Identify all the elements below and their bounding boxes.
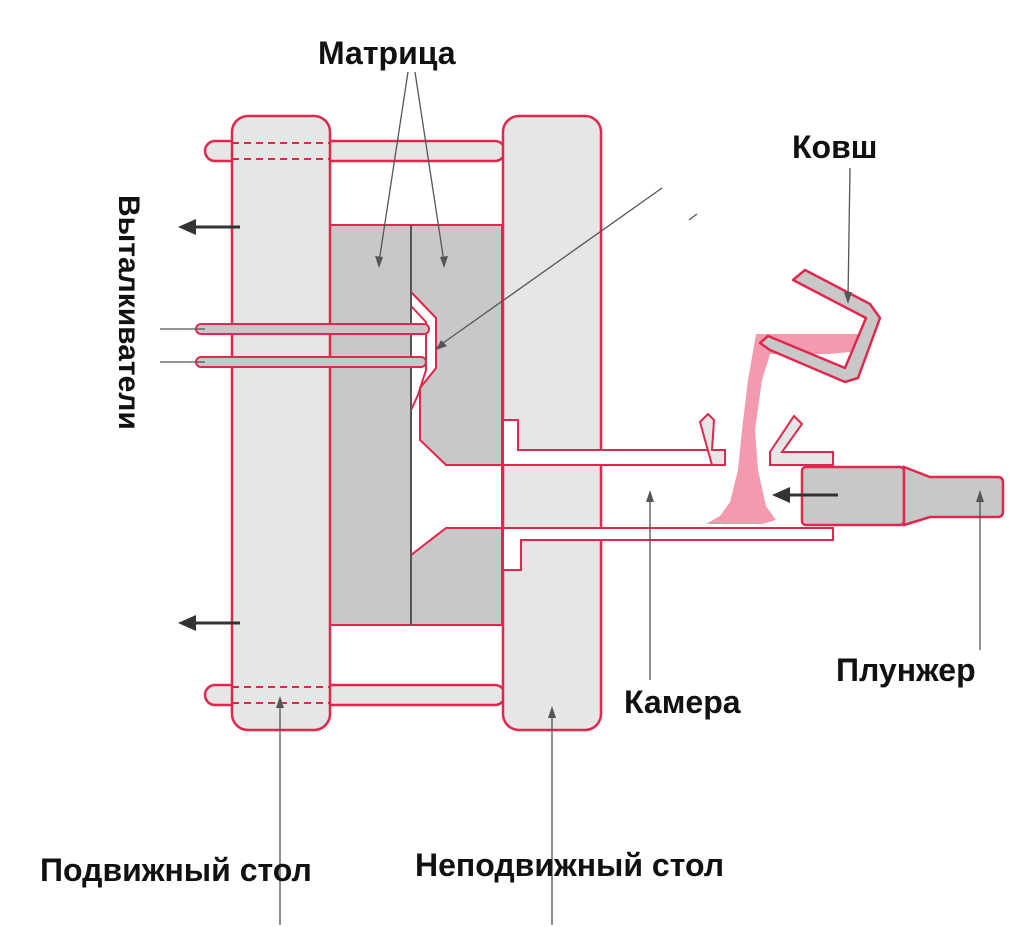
label-moving-platen: Подвижный стол xyxy=(40,852,312,888)
pour-opening-right-lip xyxy=(769,414,834,466)
arrow-icon xyxy=(178,219,240,235)
ejector-pin-1 xyxy=(195,323,430,335)
leader-arrowheads xyxy=(276,256,984,718)
ladle xyxy=(758,268,882,384)
die-half-moving xyxy=(329,224,412,626)
label-ejectors: Выталкиватели xyxy=(112,195,145,430)
shot-sleeve-lower xyxy=(502,527,834,571)
ejector-pin-2 xyxy=(195,356,427,368)
die-half-fixed xyxy=(410,224,503,626)
label-fixed-platen: Неподвижный стол xyxy=(415,847,724,883)
label-die: Матрица xyxy=(318,35,456,71)
label-plunger: Плунжер xyxy=(836,652,976,688)
pour-opening-left-lip xyxy=(698,412,726,466)
arrow-icon xyxy=(772,487,838,503)
leader-lines xyxy=(279,71,981,925)
label-chamber: Камера xyxy=(624,684,741,720)
molten-metal-stream xyxy=(706,334,860,524)
die-cavity xyxy=(410,289,503,558)
plunger-rod xyxy=(902,465,1005,527)
arrow-icon xyxy=(178,615,240,631)
label-ladle: Ковш xyxy=(792,129,877,165)
moving-platen xyxy=(230,114,332,732)
